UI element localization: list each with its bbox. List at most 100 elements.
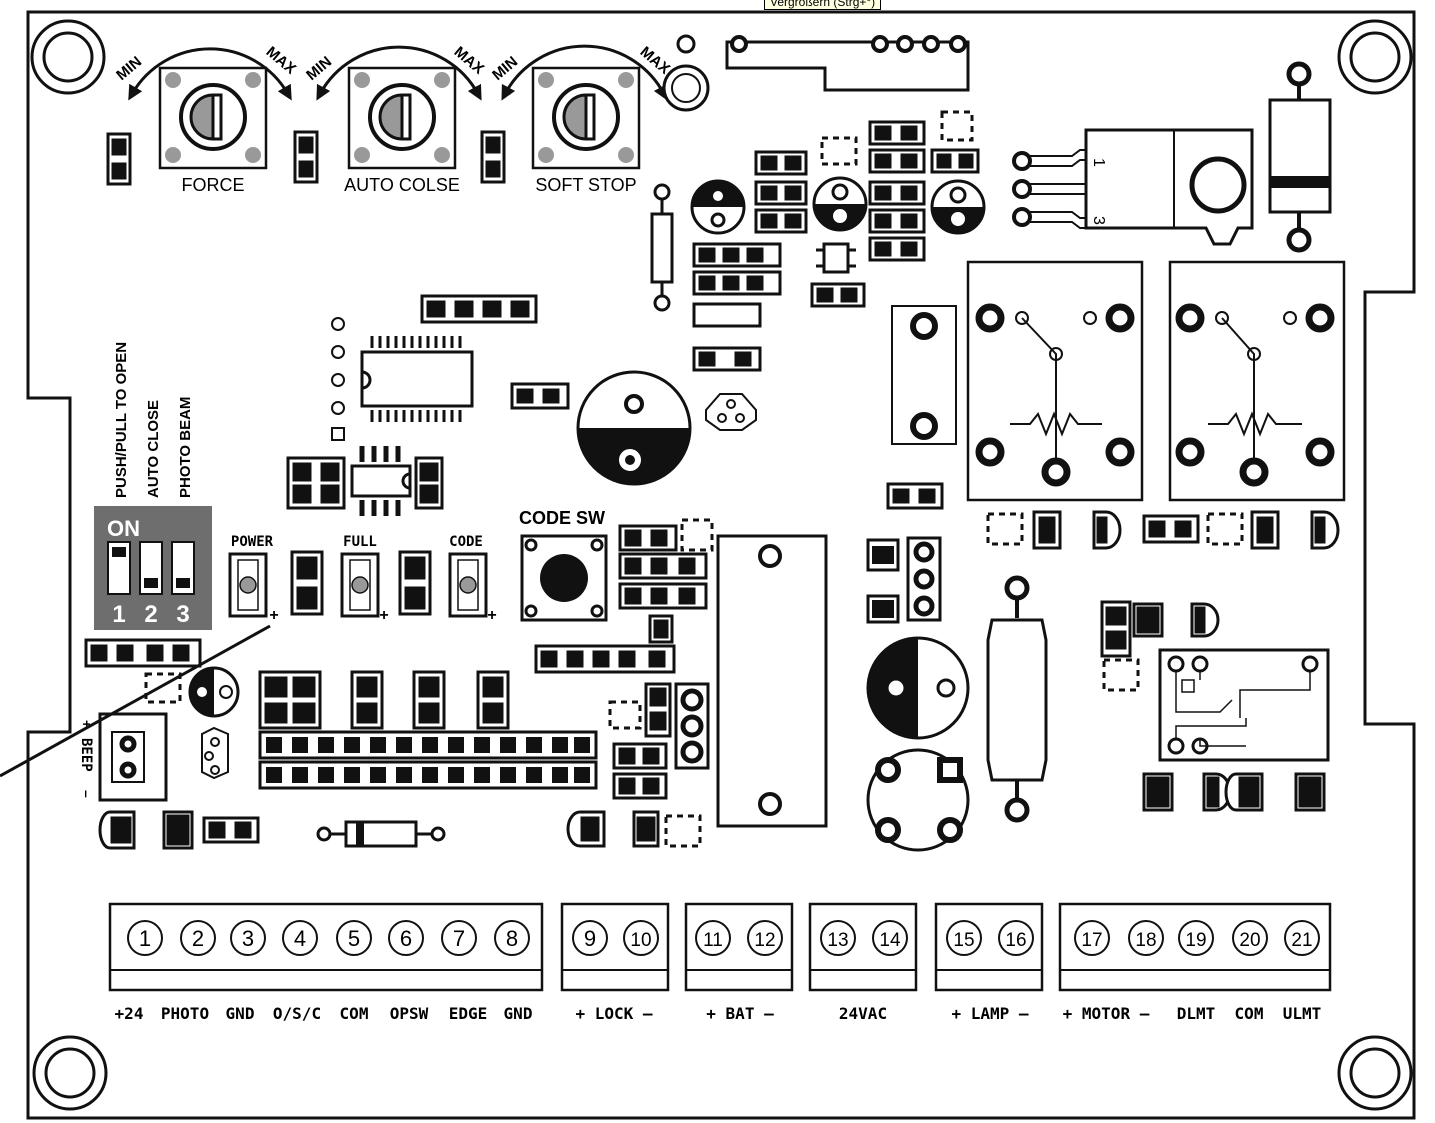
terminal-label: GND (226, 1004, 255, 1023)
terminal-number: 9 (584, 926, 596, 951)
terminal-label: COM (340, 1004, 369, 1023)
pin-header (674, 682, 710, 770)
terminal-number: 6 (400, 926, 412, 951)
small-relay (1158, 648, 1330, 762)
terminal-label: O/S/C (273, 1004, 321, 1023)
transistor (816, 242, 856, 274)
trimmer-label: AUTO COLSE (344, 175, 460, 195)
terminal-number: 5 (348, 926, 360, 951)
dip-function-label: PHOTO BEAM (177, 397, 194, 498)
terminal-label: +24 (115, 1004, 144, 1023)
terminal-number: 21 (1291, 930, 1312, 951)
beep-plus: + (79, 720, 95, 728)
dip-number: 3 (176, 601, 189, 628)
smd-component-cluster (258, 670, 598, 790)
trimmer-auto-close[interactable]: MIN MAX AUTO COLSE (303, 43, 487, 195)
diode (316, 820, 446, 848)
terminal-screw: 13 (820, 920, 856, 956)
code-switch-label: CODE SW (519, 508, 605, 528)
led-full: FULL + (340, 534, 389, 624)
regulator-pin-label: 1 (1090, 158, 1107, 167)
electrolytic-capacitor (930, 179, 986, 235)
transformer-module (716, 534, 828, 828)
terminal-label: PHOTO (161, 1004, 209, 1023)
terminal-screw: 21 (1284, 920, 1320, 956)
terminal-screw: 18 (1128, 920, 1164, 956)
terminal-screw: 4 (282, 920, 318, 956)
smd-component-cluster (1100, 600, 1326, 812)
terminal-block-1-8 (108, 902, 544, 992)
terminal-number: 14 (879, 930, 901, 951)
led-code: CODE + (448, 534, 497, 624)
regulator-pin-label: 3 (1090, 216, 1107, 225)
smd-component-cluster (1032, 510, 1340, 550)
terminal-number: 2 (192, 926, 204, 951)
led-label: POWER (231, 534, 274, 550)
terminal-number: 1 (139, 926, 151, 951)
electrolytic-capacitor (188, 666, 240, 718)
beeper-connector: + BEEP – (78, 712, 168, 802)
terminal-screw: 11 (695, 920, 731, 956)
led-label: CODE (449, 534, 483, 550)
terminal-number: 17 (1081, 930, 1102, 951)
terminal-screw: 1 (127, 920, 163, 956)
terminal-screw: 12 (747, 920, 783, 956)
voltage-regulator: 1 3 (1012, 128, 1254, 246)
terminal-number: 20 (1239, 930, 1260, 951)
mounting-hole (1337, 19, 1413, 95)
smd-component-cluster (84, 524, 708, 674)
terminal-label: 24VAC (839, 1004, 887, 1023)
bridge-rectifier (866, 748, 970, 852)
terminal-label: GND (504, 1004, 533, 1023)
terminal-screw: 19 (1178, 920, 1214, 956)
relay (966, 260, 1144, 502)
terminal-screw: 8 (494, 920, 530, 956)
terminal-screw: 7 (441, 920, 477, 956)
terminal-screw: 10 (623, 920, 659, 956)
terminal-screw: 6 (388, 920, 424, 956)
terminal-number: 7 (453, 926, 465, 951)
terminal-number: 12 (754, 930, 775, 951)
dip-on-label: ON (107, 516, 140, 541)
terminal-label: + MOTOR – (1063, 1004, 1150, 1023)
smd-component-cluster (98, 810, 260, 850)
terminal-number: 13 (827, 930, 848, 951)
terminal-screw: 15 (946, 920, 982, 956)
terminal-number: 16 (1005, 930, 1026, 951)
dip-ic (286, 446, 444, 516)
trimmer-label: SOFT STOP (535, 175, 636, 195)
smd-footprint-dashed (144, 110, 1244, 848)
top-connector (662, 34, 970, 112)
terminal-number: 11 (703, 930, 723, 951)
dip-switch[interactable]: PUSH/PULL TO OPEN AUTO CLOSE PHOTO BEAM … (94, 342, 212, 630)
beep-label: BEEP (78, 738, 94, 772)
terminal-screw: 3 (230, 920, 266, 956)
transistor (705, 393, 757, 431)
code-switch-button[interactable]: CODE SW (519, 508, 608, 622)
terminal-screw: 5 (336, 920, 372, 956)
electrolytic-capacitor-large (866, 636, 970, 740)
power-resistor (986, 575, 1048, 823)
terminal-screw: 20 (1232, 920, 1268, 956)
dip-function-label: PUSH/PULL TO OPEN (113, 342, 130, 498)
trimmer-label: FORCE (182, 175, 245, 195)
terminal-number: 4 (294, 926, 306, 951)
dip-function-label: AUTO CLOSE (145, 400, 162, 498)
electrolytic-capacitor-large (576, 370, 692, 486)
transistor (201, 726, 229, 780)
terminal-number: 10 (630, 930, 651, 951)
mounting-hole (1337, 1035, 1413, 1111)
terminal-label: OPSW (390, 1004, 429, 1023)
terminal-screw: 16 (998, 920, 1034, 956)
relay (1168, 260, 1346, 502)
dip-number: 1 (112, 601, 125, 628)
terminal-number: 8 (506, 926, 518, 951)
trimmer-force[interactable]: MIN MAX FORCE (113, 43, 299, 195)
resistor (650, 183, 674, 312)
dip-number: 2 (144, 601, 157, 628)
smd-component-cluster (420, 120, 980, 510)
terminal-screw: 17 (1074, 920, 1110, 956)
smd-component-cluster (566, 682, 672, 848)
